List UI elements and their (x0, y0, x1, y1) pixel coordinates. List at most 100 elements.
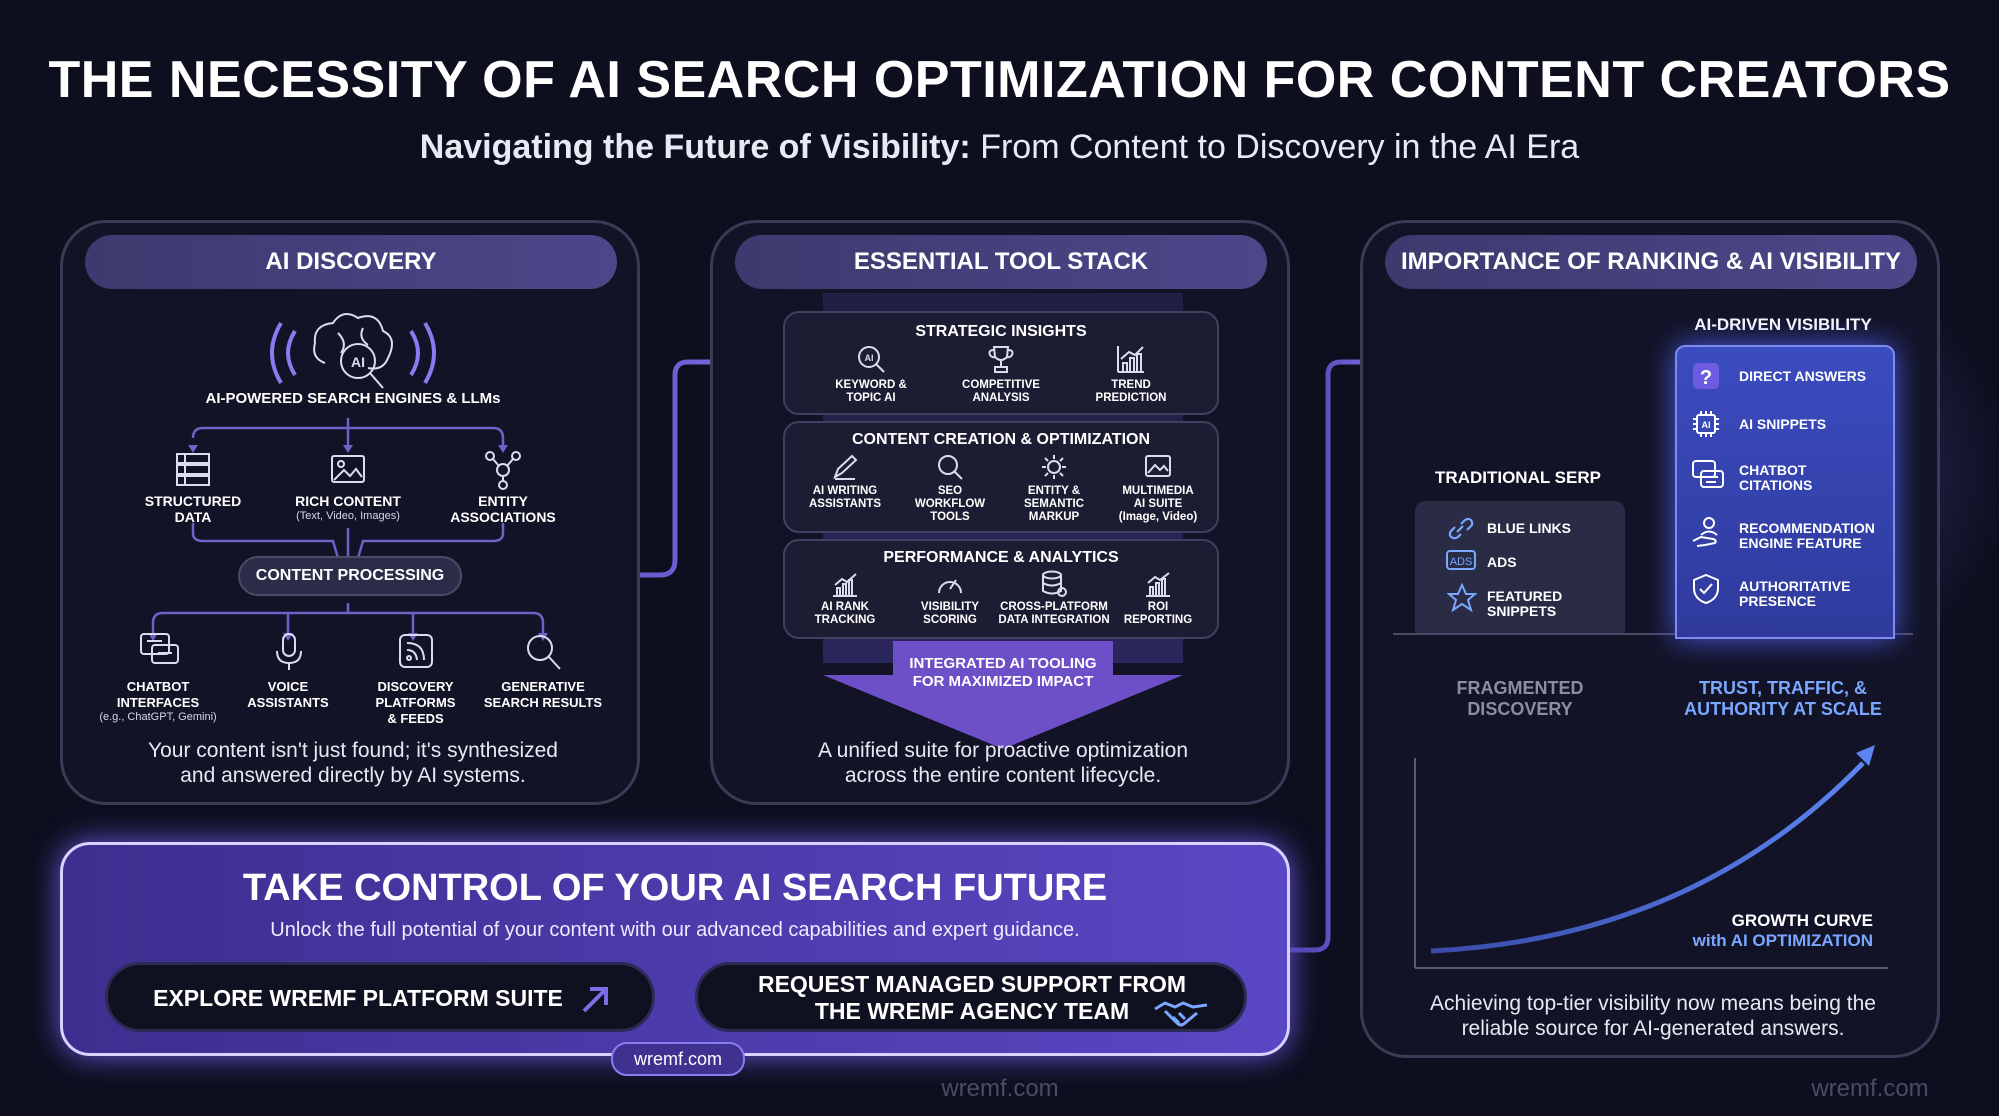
section-title: STRATEGIC INSIGHTS (915, 323, 1087, 340)
multimedia-icon (1145, 455, 1171, 477)
section-title: CONTENT CREATION & OPTIMIZATION (851, 431, 1151, 448)
ai-caption: TRUST, TRAFFIC, & AUTHORITY AT SCALE (1684, 678, 1882, 719)
ai-discovery-panel: AI DISCOVERY AI AI-POWERED SEARCH ENGINE… (60, 220, 640, 805)
page-subtitle: Navigating the Future of Visibility: Fro… (0, 128, 1999, 167)
link-icon (1448, 517, 1474, 540)
gauge-icon (938, 579, 962, 594)
support-button-label: REQUEST MANAGED SUPPORT FROM THE WREMF A… (757, 971, 1187, 1024)
svg-text:ADS: ADS (1450, 556, 1473, 568)
url-badge[interactable]: wremf.com (611, 1042, 745, 1076)
cta-title: TAKE CONTROL OF YOUR AI SEARCH FUTURE (242, 867, 1108, 909)
tool-label: AI RANK TRACKING (814, 601, 876, 626)
tool-label: MULTIMEDIA AI SUITE (Image, Video) (1118, 485, 1198, 523)
tool-label: CROSS-PLATFORM DATA INTEGRATION (998, 601, 1110, 626)
ai-brain-icon: AI (270, 313, 436, 389)
tools-description: A unified suite for proactive optimizati… (817, 739, 1189, 787)
serp-item-label: ADS (1487, 554, 1517, 570)
subtitle-bold: Navigating the Future of Visibility: (419, 128, 971, 166)
output-label: DISCOVERY PLATFORMS & FEEDS (375, 679, 456, 726)
tool-label: VISIBILITY SCORING (920, 601, 980, 626)
ai-item-label: DIRECT ANSWERS (1739, 368, 1867, 384)
traditional-serp-box: BLUE LINKS ADS ADS FEATURED SNIPPETS (1415, 501, 1625, 634)
svg-text:AI: AI (351, 354, 365, 370)
svg-text:AI: AI (1702, 420, 1711, 430)
tool-label: TREND PREDICTION (1095, 379, 1167, 404)
baseline (1393, 633, 1913, 635)
ranking-description: Achieving top-tier visibility now means … (1430, 992, 1876, 1040)
request-support-button[interactable]: REQUEST MANAGED SUPPORT FROM THE WREMF A… (695, 962, 1247, 1032)
tool-stack-header: ESSENTIAL TOOL STACK (735, 235, 1267, 289)
ai-visibility-box: ? DIRECT ANSWERS AI AI SNIPPETS CHATBOT … (1675, 345, 1895, 639)
svg-text:AI: AI (865, 353, 874, 363)
ai-item-label: CHATBOT CITATIONS (1739, 462, 1813, 493)
pen-icon (833, 454, 858, 480)
arrow-up-right-icon (582, 987, 608, 1013)
output-label: VOICE ASSISTANTS (247, 679, 329, 710)
cta-subtitle: Unlock the full potential of your conten… (270, 919, 1080, 941)
tool-label: ROI REPORTING (1123, 601, 1193, 626)
ai-search-engines-label: AI-POWERED SEARCH ENGINES & LLMs (205, 390, 501, 407)
star-icon (1447, 583, 1477, 613)
entity-network-icon (485, 451, 521, 490)
output-label: GENERATIVE SEARCH RESULTS (483, 679, 603, 710)
ai-discovery-header: AI DISCOVERY (85, 235, 617, 289)
traditional-serp-title: TRADITIONAL SERP (1435, 468, 1601, 487)
output-label: CHATBOT INTERFACES (116, 679, 200, 710)
ads-icon: ADS (1446, 550, 1476, 570)
explore-button-label: EXPLORE WREMF PLATFORM SUITE (153, 985, 563, 1011)
microphone-icon (276, 633, 302, 670)
ai-chip-icon: AI (1693, 411, 1719, 437)
content-creation-card: CONTENT CREATION & OPTIMIZATION AI WRITI… (783, 421, 1219, 533)
input-sub: (Text, Video, Images) (296, 510, 400, 522)
hand-user-icon (1692, 517, 1718, 547)
explore-platform-button[interactable]: EXPLORE WREMF PLATFORM SUITE (105, 962, 655, 1032)
discovery-description: Your content isn't just found; it's synt… (148, 739, 558, 787)
tool-label: KEYWORD & TOPIC AI (835, 379, 907, 404)
section-title: PERFORMANCE & ANALYTICS (883, 549, 1119, 566)
subtitle-rest: From Content to Discovery in the AI Era (980, 128, 1580, 166)
keyword-ai-icon: AI (858, 346, 885, 373)
trend-chart-icon (1117, 346, 1144, 373)
database-icon (1042, 570, 1067, 597)
funnel-label: INTEGRATED AI TOOLING FOR MAXIMIZED IMPA… (909, 655, 1097, 690)
output-sub: (e.g., ChatGPT, Gemini) (99, 711, 217, 723)
semantic-gear-icon (1042, 455, 1066, 479)
question-icon: ? (1693, 363, 1719, 389)
page-title: THE NECESSITY OF AI SEARCH OPTIMIZATION … (48, 51, 1951, 109)
ai-item-label: AUTHORITATIVE PRESENCE (1739, 578, 1851, 609)
ai-visibility-title: AI-DRIVEN VISIBILITY (1694, 315, 1872, 334)
growth-label: GROWTH CURVE (1731, 911, 1873, 930)
content-processing-pill: CONTENT PROCESSING (238, 556, 462, 596)
input-label: STRUCTURED DATA (144, 493, 242, 525)
rich-content-icon (331, 455, 365, 483)
ranking-panel: IMPORTANCE OF RANKING & AI VISIBILITY TR… (1360, 220, 1940, 1058)
roi-chart-icon (1146, 572, 1170, 597)
structured-data-icon (176, 453, 210, 486)
input-label: RICH CONTENT (295, 493, 401, 509)
chatbot-icon (140, 633, 179, 664)
tool-label: SEO WORKFLOW TOOLS (914, 485, 986, 523)
strategic-insights-card: STRATEGIC INSIGHTS AI KEYWORD & TOPIC AI… (783, 311, 1219, 415)
ai-item-label: AI SNIPPETS (1739, 416, 1827, 432)
traditional-caption: FRAGMENTED DISCOVERY (1456, 678, 1584, 719)
growth-curve (1414, 745, 1888, 969)
tool-stack-panel: ESSENTIAL TOOL STACK STRATEGIC INSIGHTS … (710, 220, 1290, 805)
handshake-icon (1154, 1001, 1208, 1027)
ai-item-label: RECOMMENDATION ENGINE FEATURE (1739, 520, 1875, 551)
serp-item-label: BLUE LINKS (1487, 520, 1571, 536)
input-label: ENTITY ASSOCIATIONS (450, 493, 556, 525)
svg-text:?: ? (1700, 367, 1712, 389)
performance-card: PERFORMANCE & ANALYTICS AI RANK TRACKING… (783, 539, 1219, 639)
serp-item-label: FEATURED SNIPPETS (1487, 588, 1563, 619)
cta-panel: TAKE CONTROL OF YOUR AI SEARCH FUTURE Un… (60, 842, 1290, 1076)
trophy-icon (988, 346, 1014, 373)
seo-search-icon (938, 455, 963, 480)
watermark-center: wremf.com (941, 1075, 1059, 1102)
growth-sub: with AI OPTIMIZATION (1692, 931, 1873, 950)
funnel-arrow (823, 641, 1183, 749)
watermark-right: wremf.com (1811, 1075, 1929, 1102)
rss-feed-icon (399, 634, 433, 668)
chat-icon (1692, 460, 1724, 488)
tool-label: AI WRITING ASSISTANTS (809, 485, 881, 510)
tool-label: COMPETITIVE ANALYSIS (962, 379, 1040, 404)
